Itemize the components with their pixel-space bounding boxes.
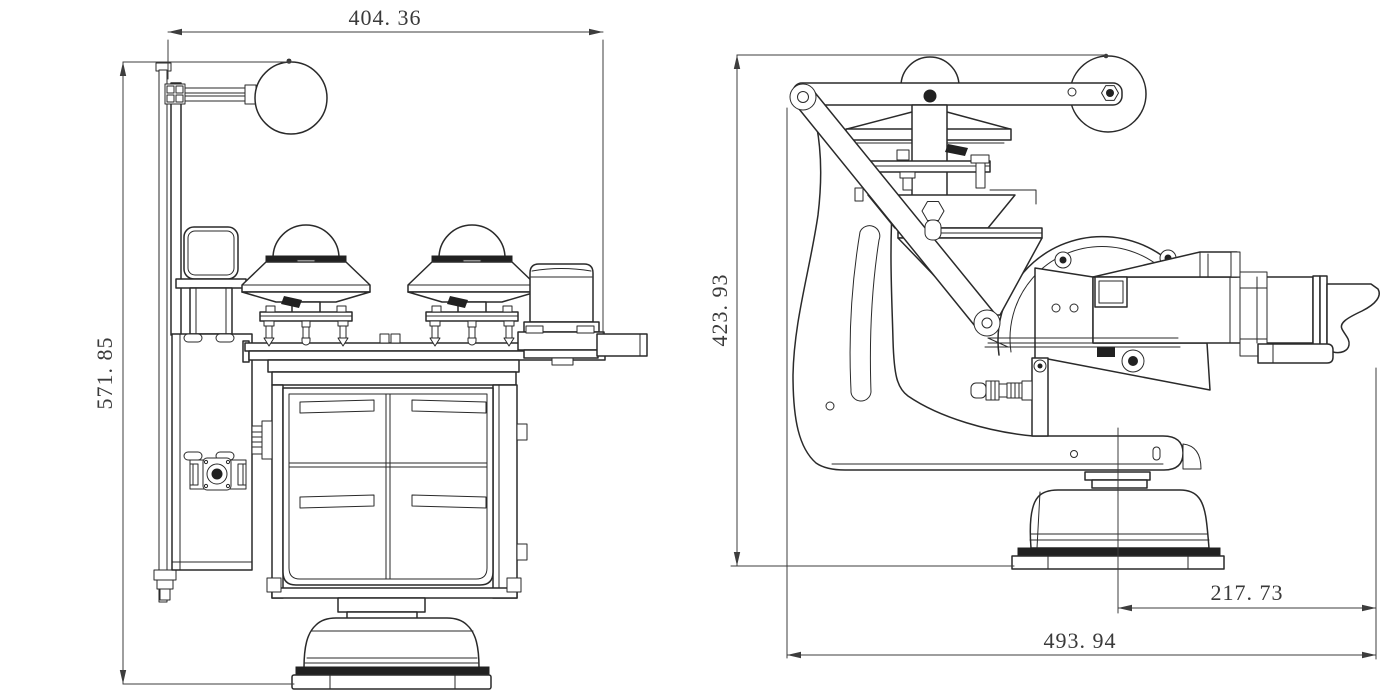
side-view <box>789 55 1380 570</box>
dim-side-width-label: 493. 94 <box>1044 628 1117 653</box>
dim-side-height-label: 423. 93 <box>707 274 732 347</box>
front-connector <box>189 457 247 491</box>
side-c-bracket <box>792 87 1184 471</box>
dim-front-height-label: 571. 85 <box>92 337 117 410</box>
dim-side-base-offset-label: 217. 73 <box>1211 580 1284 605</box>
dim-front-width: 404. 36 <box>167 5 604 335</box>
dim-side-base-offset: 217. 73 <box>1117 427 1377 614</box>
front-pole <box>170 82 182 336</box>
dim-side-height: 423. 93 <box>707 53 1109 567</box>
dim-front-width-label: 404. 36 <box>349 5 422 30</box>
front-arm-bar <box>184 87 248 94</box>
side-tube-end-cap <box>1326 283 1380 354</box>
front-pedestal <box>291 597 492 690</box>
dim-front-height: 571. 85 <box>92 59 295 685</box>
front-dome-sensor-left <box>241 224 371 347</box>
side-hex-nut <box>921 201 945 221</box>
side-tilt-unit <box>984 251 1380 391</box>
front-ball-sensor <box>254 61 328 135</box>
dimension-annotations: 404. 36 571. 85 423. 93 <box>92 5 1377 685</box>
side-cable-gland <box>970 380 1033 401</box>
front-dome-sensor-right <box>407 224 537 347</box>
front-side-panel <box>171 333 253 571</box>
side-bracket-slot <box>849 225 881 402</box>
front-body <box>251 359 528 599</box>
front-mast-plate <box>158 69 168 603</box>
front-drum-sensor <box>517 263 648 366</box>
front-view <box>153 58 648 690</box>
front-panel <box>282 387 494 586</box>
side-dome-sensor <box>900 56 960 87</box>
front-enclosure <box>183 226 239 280</box>
dim-side-width: 493. 94 <box>786 107 1377 660</box>
